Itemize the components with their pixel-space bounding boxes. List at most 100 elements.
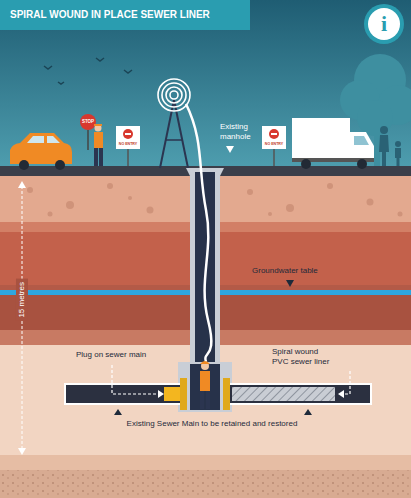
illustration-part (398, 212, 403, 217)
illustration-part (379, 135, 389, 166)
illustration-part (0, 455, 411, 470)
illustration-part (96, 58, 104, 61)
illustration-part (44, 66, 52, 69)
info-icon-ring (364, 4, 404, 44)
illustration-part (48, 212, 53, 217)
illustration-part (350, 132, 374, 160)
illustration-part (94, 148, 98, 166)
illustration-part (206, 391, 210, 409)
illustration-part (226, 146, 234, 153)
illustration-part (95, 125, 102, 132)
illustration-part (123, 129, 133, 139)
sewer-main (64, 378, 372, 410)
illustration-part (55, 160, 65, 170)
illustration-part (158, 79, 190, 111)
illustration-part (230, 385, 370, 403)
traffic-controller (80, 114, 103, 166)
illustration-part (380, 126, 388, 134)
truck (292, 118, 374, 169)
illustration-part (10, 133, 72, 164)
illustration-part (162, 83, 186, 107)
dimension-label: 15 metres (16, 279, 28, 321)
no-entry-sign (262, 126, 286, 166)
sky (0, 0, 411, 172)
illustration-part (58, 82, 64, 84)
illustration-part (125, 133, 131, 135)
callout-label: Plug on sewer main (76, 350, 146, 360)
illustration-part (200, 371, 210, 391)
illustration-part (18, 181, 26, 188)
illustration-part (19, 160, 29, 170)
callout-label: Groundwater table (252, 266, 318, 276)
illustration-part (27, 187, 33, 193)
illustration-part (128, 196, 132, 200)
illustration-part (268, 212, 272, 216)
illustration-part (262, 126, 286, 149)
illustration-part (114, 409, 122, 415)
leader-lines (18, 146, 350, 455)
illustration-part (292, 118, 350, 160)
illustration-part (367, 199, 374, 206)
illustration-part (338, 390, 344, 398)
illustration-part (99, 148, 103, 166)
sign-text: STOP (82, 119, 94, 124)
illustration-part (107, 183, 113, 189)
illustration-part (286, 204, 294, 212)
illustration-part (27, 136, 60, 143)
no-entry-sign (116, 126, 140, 166)
illustration-part (357, 159, 367, 169)
info-icon-letter: i (381, 11, 387, 37)
illustration-part (344, 371, 350, 394)
illustration-part (0, 470, 411, 498)
callout-label: Existing manhole (220, 122, 262, 141)
illustration-part (269, 129, 279, 139)
illustration-part (18, 448, 26, 455)
tree (340, 54, 411, 170)
illustration-part (127, 149, 129, 166)
illustration-part (304, 409, 312, 415)
illustration-part (66, 201, 74, 209)
illustration-part (94, 132, 103, 148)
illustration-part (200, 391, 204, 409)
sign-text: NO ENTRY (119, 142, 137, 146)
illustration-part (64, 383, 180, 405)
sign-text: NO ENTRY (265, 142, 283, 146)
illustration-part (178, 362, 232, 412)
pedestrians (379, 126, 401, 166)
title-banner (0, 0, 250, 30)
callout-label: Spiral wound PVC sewer liner (272, 347, 336, 366)
illustration-part (374, 118, 380, 170)
illustration-part (116, 126, 140, 149)
illustration-part (354, 136, 369, 145)
car (10, 133, 72, 170)
flange (223, 378, 230, 410)
birds (44, 58, 132, 84)
illustration-part (200, 361, 210, 364)
illustration-part (80, 114, 96, 130)
liner-strip (186, 104, 211, 362)
illustration-part (158, 390, 164, 398)
illustration-part (112, 365, 158, 394)
illustration-part (87, 130, 89, 150)
illustration-part (190, 364, 220, 410)
winding-rig (158, 79, 190, 168)
illustration-part (166, 139, 182, 141)
illustration-part (273, 149, 275, 166)
illustration-part (230, 383, 372, 405)
illustration-part (395, 141, 401, 147)
illustration-part (158, 79, 190, 111)
illustration-part (201, 362, 209, 370)
flange (180, 378, 187, 410)
info-icon (368, 8, 400, 40)
illustration-part (395, 148, 401, 166)
illustration-part (271, 133, 277, 135)
illustration-part (301, 159, 311, 169)
illustration-part (94, 124, 102, 126)
illustration-part (147, 207, 154, 214)
illustration-part (327, 183, 333, 189)
illustration-part (0, 345, 411, 455)
illustration-part (124, 70, 132, 73)
illustration-part (170, 91, 178, 99)
illustration-part (286, 280, 294, 287)
shaft-worker (200, 361, 210, 409)
